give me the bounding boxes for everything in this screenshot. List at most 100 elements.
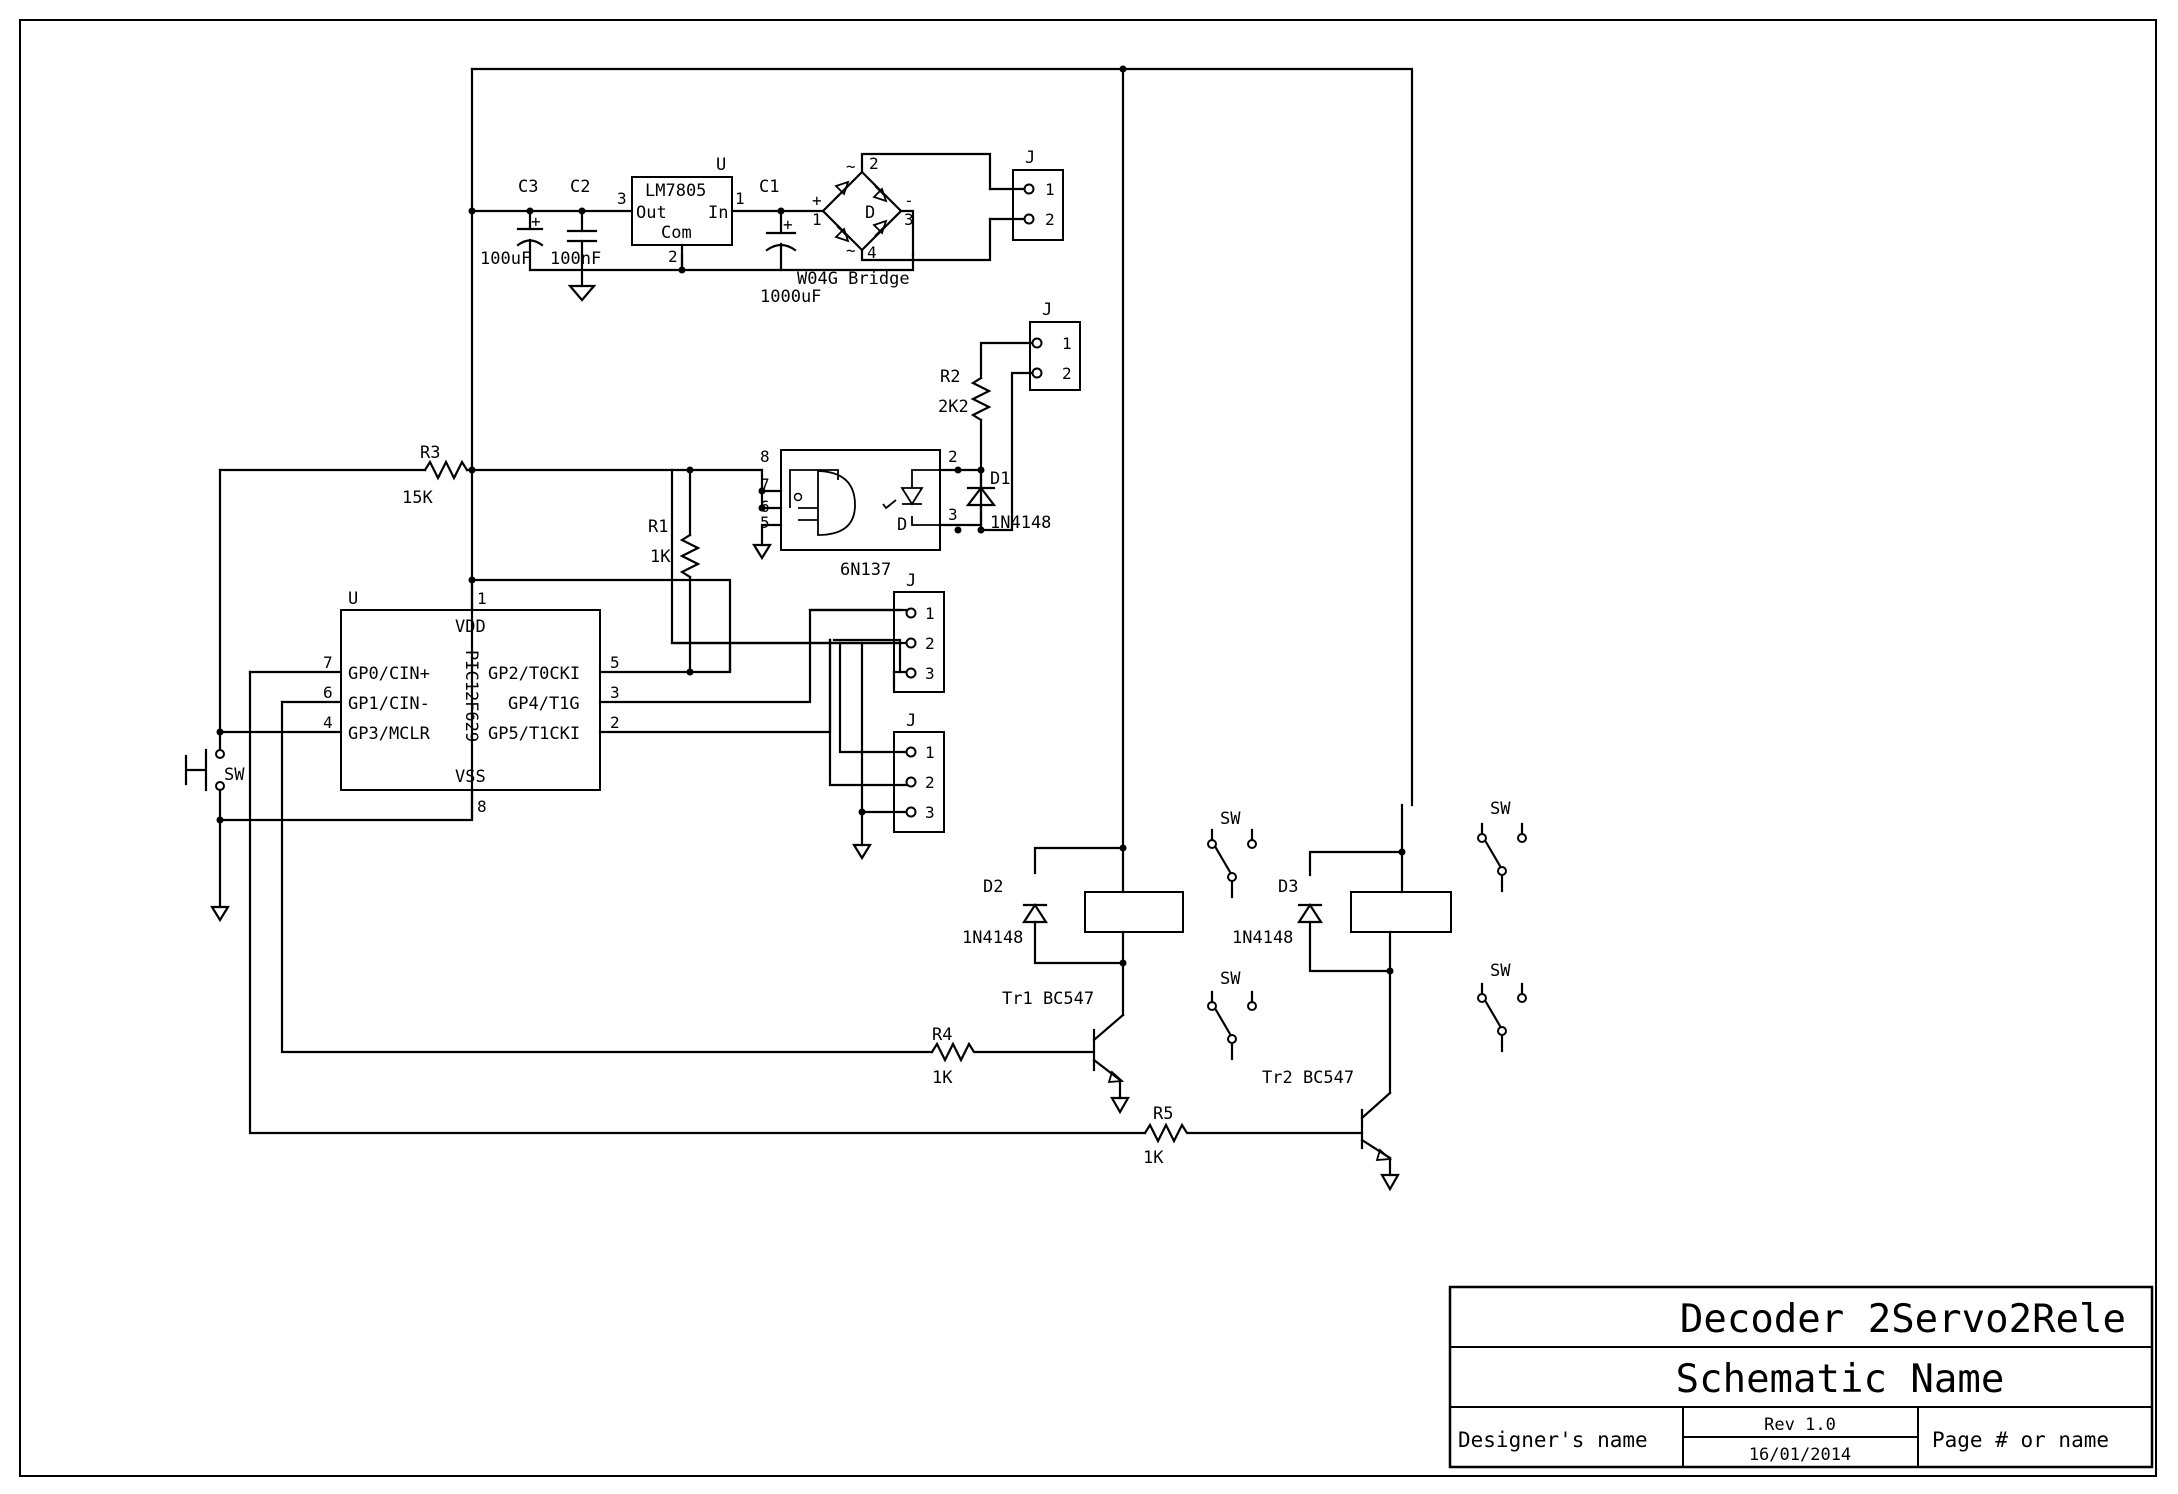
r4-ref: R4 <box>932 1025 952 1045</box>
relay2-contact-bottom: SW <box>1477 961 1527 1053</box>
relay1-driver: D2 1N4148 Tr1 BC547 R4 1K <box>280 700 1184 1115</box>
mcu-pin2-num: 2 <box>610 713 620 732</box>
power-connector-pin-1: 1 <box>1045 180 1055 199</box>
regulator-lm7805: LM7805 Out In Com U 3 1 2 <box>617 155 745 272</box>
bridge-part: W04G Bridge <box>797 269 910 289</box>
mcu-pin4-name: GP3/MCLR <box>348 724 431 744</box>
servo-connectors: J 1 2 3 J 1 2 3 <box>670 468 945 861</box>
opto-6n137-body <box>780 449 941 551</box>
bridge-ref: D <box>865 203 875 223</box>
r3-ref: R3 <box>420 443 440 463</box>
mcu-vss-pin: 8 <box>477 797 487 816</box>
opto-pin-7: 7 <box>760 475 770 494</box>
bridge-ac-bottom: ~ <box>846 241 856 260</box>
regulator-out-label: Out <box>636 203 667 223</box>
mcu-ref: U <box>348 589 358 609</box>
c2-capacitor: C2 100nF <box>550 177 601 302</box>
servo2-pin-3: 3 <box>925 803 935 822</box>
opto-section: R3 15K R1 1K 8 7 6 5 2 3 D 6N137 <box>218 300 1081 672</box>
power-connector-pin-2: 2 <box>1045 210 1055 229</box>
r4-value: 1K <box>932 1068 953 1088</box>
bridge-pin-2: 2 <box>869 154 879 173</box>
regulator-pin-in: 1 <box>735 189 745 208</box>
opto-pin-5: 5 <box>760 513 770 532</box>
servo2-pin-1: 1 <box>925 743 935 762</box>
revision: Rev 1.0 <box>1764 1415 1836 1435</box>
r2-value: 2K2 <box>938 397 969 417</box>
c1-value: 1000uF <box>760 287 821 307</box>
relay1-contact-top-label: SW <box>1220 809 1241 829</box>
c1-capacitor: + C1 1000uF <box>759 177 821 307</box>
mcu-pin4-num: 4 <box>323 713 333 732</box>
mcu-vdd: VDD <box>455 617 486 637</box>
d1-value: 1N4148 <box>990 513 1051 533</box>
d2-value: 1N4148 <box>962 928 1023 948</box>
relay2-contact-top-label: SW <box>1490 799 1511 819</box>
servo1-pin-2: 2 <box>925 634 935 653</box>
r1-value: 1K <box>650 547 671 567</box>
opto-connector-pin-1: 1 <box>1062 334 1072 353</box>
d1-ref: D1 <box>990 469 1010 489</box>
opto-connector-ref: J <box>1042 300 1052 320</box>
relay2-coil <box>1350 891 1452 933</box>
r2-ref: R2 <box>940 367 960 387</box>
opto-connector-pin-2: 2 <box>1062 364 1072 383</box>
power-input-connector: J 1 2 <box>988 148 1064 241</box>
bridge-minus: - <box>904 191 914 210</box>
servo1-pin-3: 3 <box>925 664 935 683</box>
tr2-label: Tr2 BC547 <box>1262 1068 1354 1088</box>
reset-switch: SW <box>184 468 245 923</box>
d3-value: 1N4148 <box>1232 928 1293 948</box>
sheet-frame <box>19 19 2157 1477</box>
bridge-pin-3: 3 <box>904 210 914 229</box>
d3-ref: D3 <box>1278 877 1298 897</box>
c2-ref: C2 <box>570 177 590 197</box>
mcu-vss: VSS <box>455 767 486 787</box>
servo2-connector-ref: J <box>906 711 916 731</box>
tr1-label: Tr1 BC547 <box>1002 989 1094 1009</box>
bridge-rectifier: D W04G Bridge 2 3 4 1 + - ~ ~ <box>797 152 992 289</box>
project-title: Decoder 2Servo2Rele <box>1680 1297 2126 1342</box>
servo2-pin-2: 2 <box>925 773 935 792</box>
regulator-com-label: Com <box>661 223 692 243</box>
regulator-ref: U <box>716 155 726 175</box>
svg-text:+: + <box>531 212 541 231</box>
opto-pin-3: 3 <box>948 505 958 524</box>
c3-value: 100uF <box>480 249 531 269</box>
page-name: Page # or name <box>1932 1428 2109 1452</box>
relay-contacts: SW SW SW SW <box>1207 799 1527 1061</box>
relay1-coil <box>1084 891 1184 933</box>
opto-pin-8: 8 <box>760 447 770 466</box>
c1-ref: C1 <box>759 177 779 197</box>
regulator-in-label: In <box>708 203 728 223</box>
mcu-pin5-name: GP2/T0CKI <box>488 664 580 684</box>
c3-capacitor: + C3 100uF <box>480 177 544 272</box>
r5-ref: R5 <box>1153 1104 1173 1124</box>
opto-part: 6N137 <box>840 560 891 580</box>
relay2-driver: D3 1N4148 Tr2 BC547 R5 1K <box>248 670 1452 1192</box>
svg-text:+: + <box>783 215 793 234</box>
relay2-contact-top: SW <box>1477 799 1527 893</box>
opto-pin-2: 2 <box>948 447 958 466</box>
servo1-connector-ref: J <box>906 571 916 591</box>
power-supply: + C3 100uF C2 100nF LM7805 Out In Com U … <box>468 65 1414 850</box>
mcu-part: PIC12F629 <box>461 650 481 742</box>
relay1-contact-bottom: SW <box>1207 969 1257 1061</box>
c3-ref: C3 <box>518 177 538 197</box>
mcu-pic12f629: U VDD VSS 1 8 PIC12F629 7 6 4 GP0/CIN+ G… <box>218 576 902 822</box>
designer-name: Designer's name <box>1458 1428 1648 1452</box>
schematic-name: Schematic Name <box>1676 1357 2005 1402</box>
mcu-pin6-name: GP1/CIN- <box>348 694 430 714</box>
regulator-pin-com: 2 <box>668 247 678 266</box>
date: 16/01/2014 <box>1749 1445 1851 1465</box>
reset-switch-label: SW <box>224 765 245 785</box>
mcu-vdd-pin: 1 <box>477 589 487 608</box>
d2-ref: D2 <box>983 877 1003 897</box>
servo1-pin-1: 1 <box>925 604 935 623</box>
bridge-ac-top: ~ <box>846 157 856 176</box>
bridge-plus: + <box>812 191 822 210</box>
relay2-contact-bottom-label: SW <box>1490 961 1511 981</box>
r1-ref: R1 <box>648 517 668 537</box>
power-connector-ref: J <box>1025 148 1035 168</box>
